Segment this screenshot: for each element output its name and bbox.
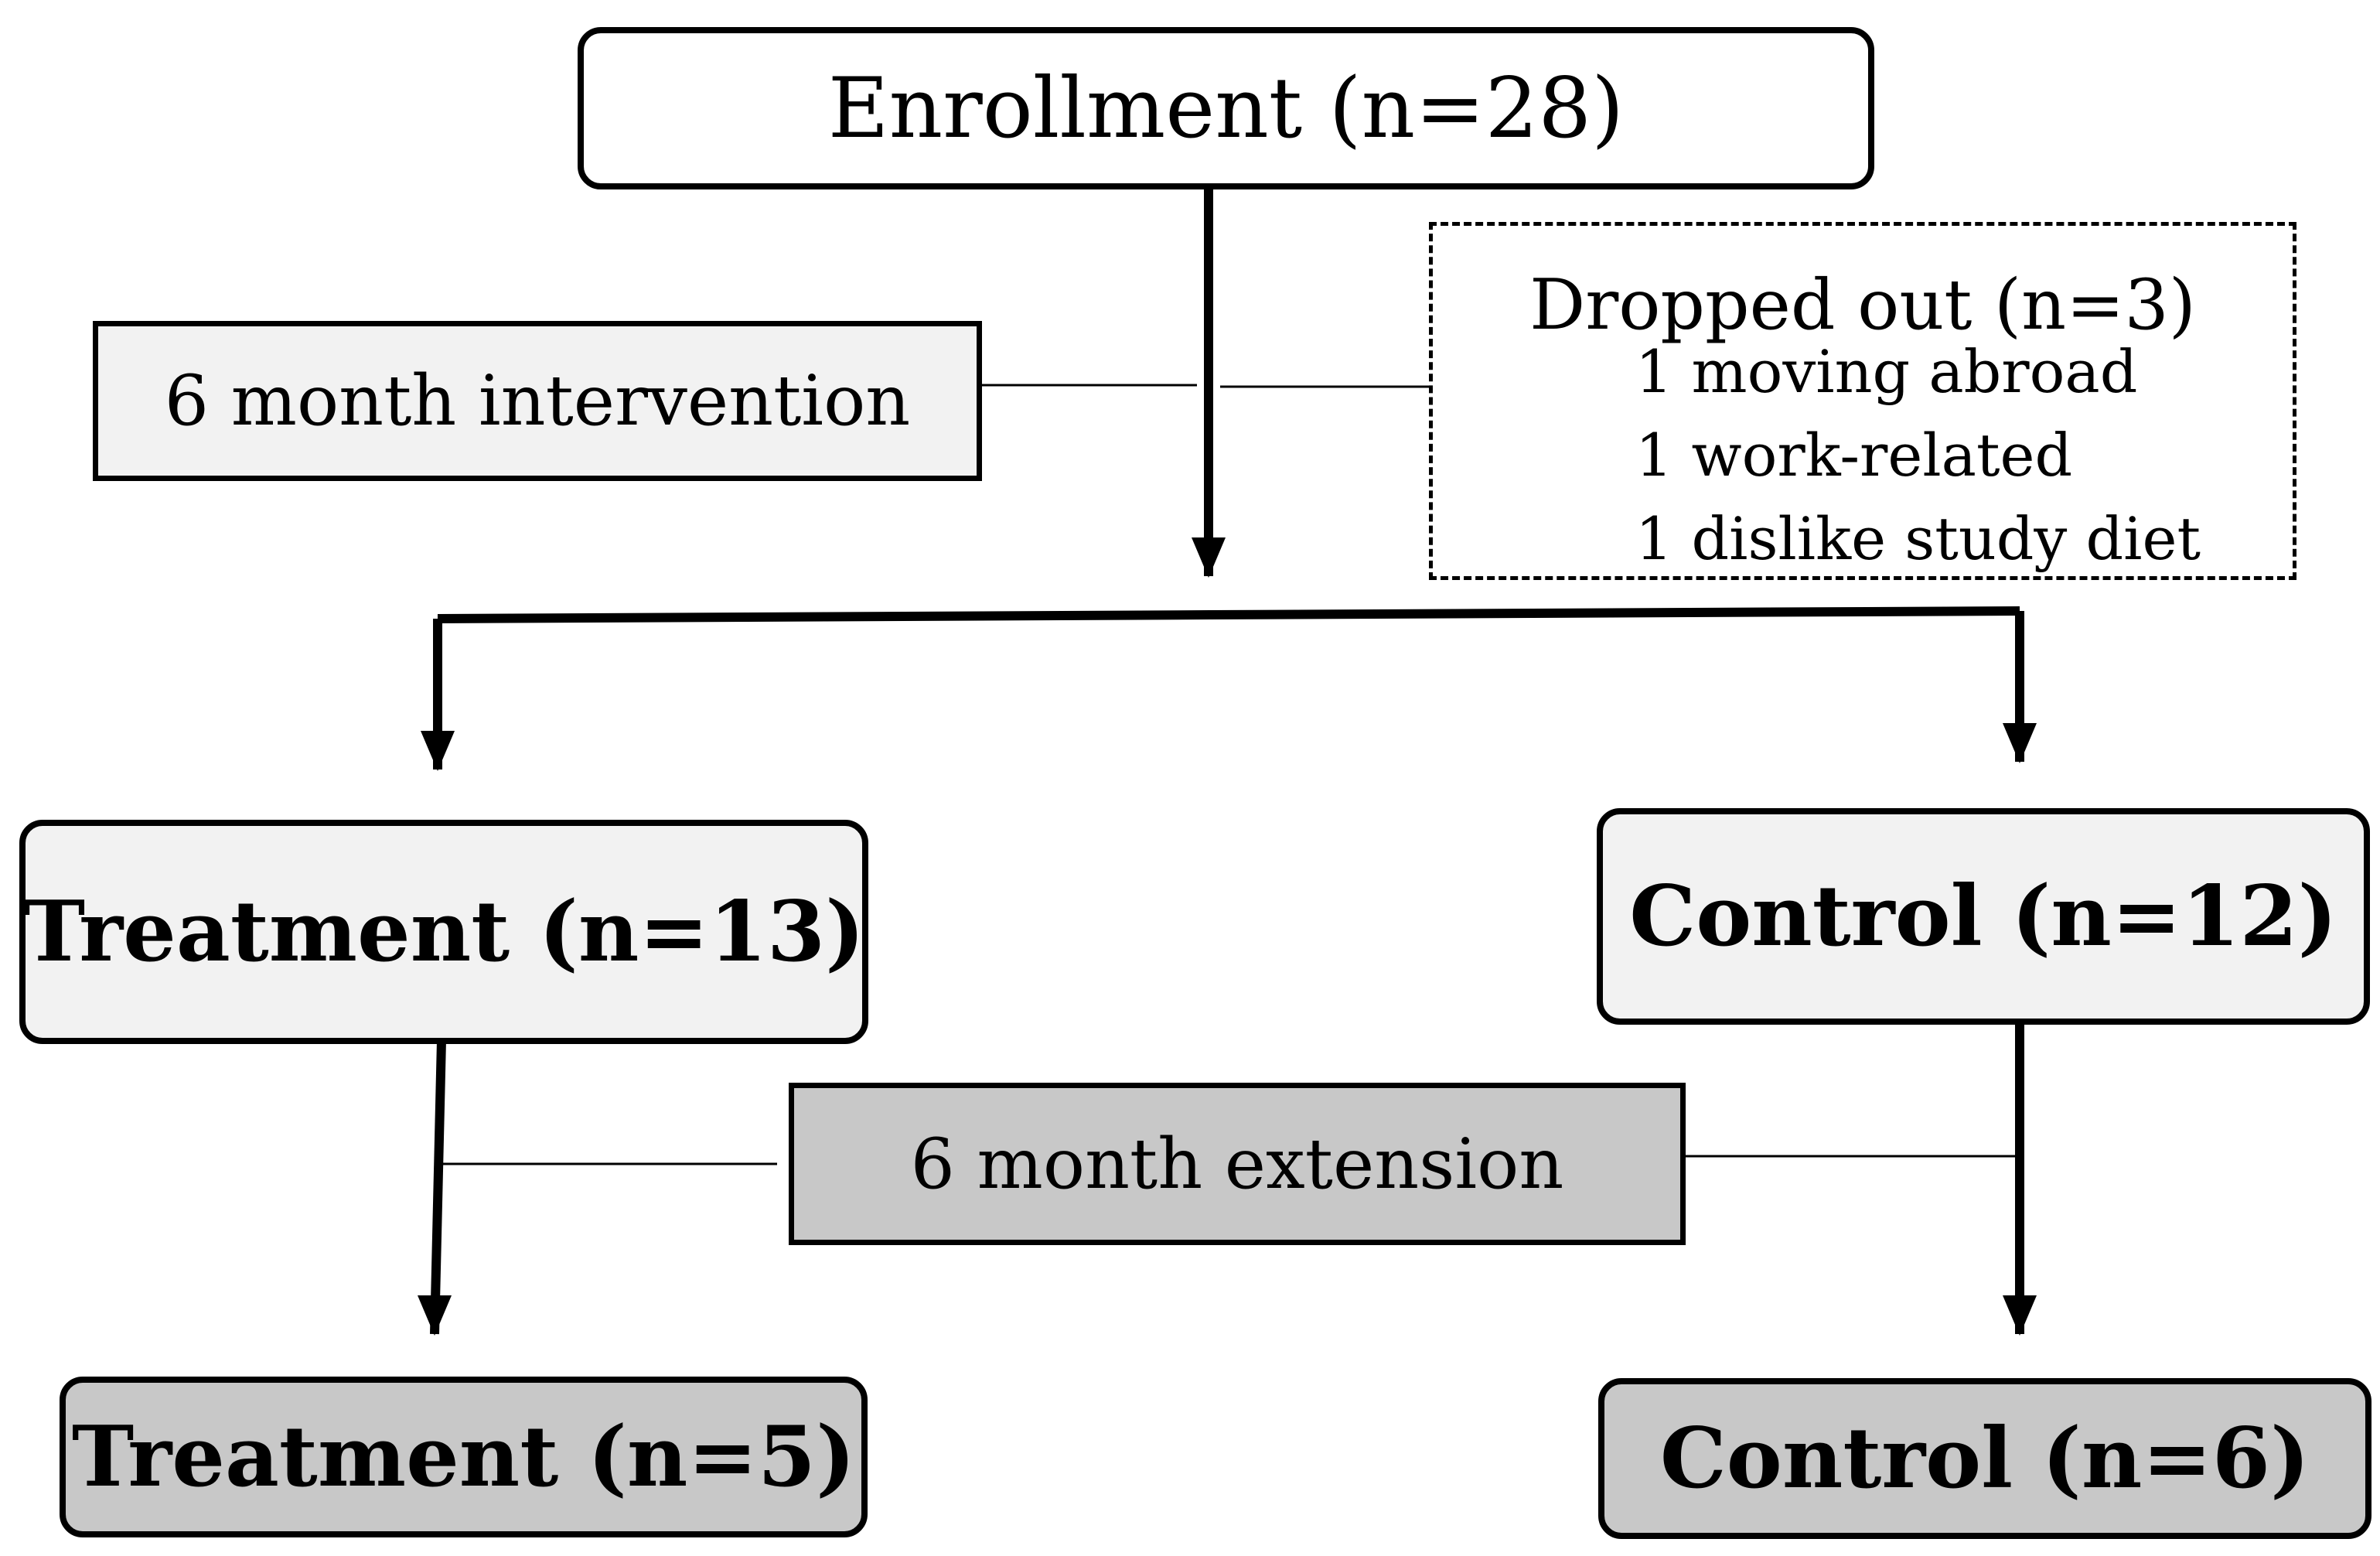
- control-group-label: Control (n=12): [1629, 868, 2337, 965]
- dropout-reason: 1 dislike study diet: [1635, 504, 2201, 573]
- extension-box: 6 month extension: [789, 1083, 1686, 1245]
- dropped-out-box: Dropped out (n=3) 1 moving abroad 1 work…: [1429, 222, 2296, 580]
- extension-label: 6 month extension: [910, 1123, 1564, 1205]
- intervention-label: 6 month intervention: [164, 360, 911, 442]
- dropout-reason: 1 work-related: [1635, 421, 2073, 490]
- arrow-treatment-to-final: [418, 1039, 452, 1336]
- treatment-final-label: Treatment (n=5): [71, 1408, 856, 1506]
- treatment-group-label: Treatment (n=13): [22, 883, 865, 981]
- intervention-box: 6 month intervention: [93, 321, 982, 481]
- control-group-box: Control (n=12): [1597, 808, 2370, 1025]
- enrollment-box: Enrollment (n=28): [578, 27, 1874, 189]
- treatment-final-box: Treatment (n=5): [60, 1377, 868, 1537]
- treatment-group-box: Treatment (n=13): [19, 820, 868, 1044]
- dropped-out-title: Dropped out (n=3): [1529, 264, 2196, 346]
- split-line: [437, 606, 2020, 623]
- dropout-reason: 1 moving abroad: [1635, 337, 2138, 406]
- control-final-label: Control (n=6): [1659, 1410, 2310, 1507]
- control-final-box: Control (n=6): [1598, 1378, 2371, 1539]
- dropped-out-reasons: 1 moving abroad 1 work-related 1 dislike…: [1635, 330, 2201, 581]
- enrollment-label: Enrollment (n=28): [827, 60, 1625, 157]
